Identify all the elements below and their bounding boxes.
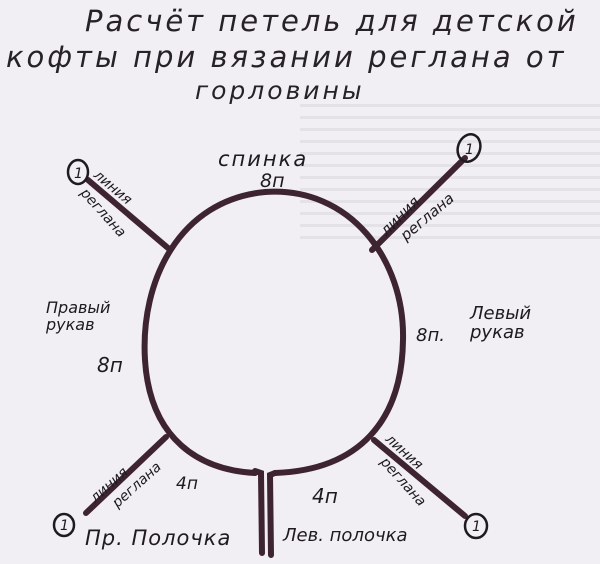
right-sleeve-name-line2: рукав bbox=[46, 314, 95, 334]
marker-top-left bbox=[66, 158, 90, 186]
marker-top-left-label: 1 bbox=[74, 166, 83, 182]
right-sleeve-stitches: 8п bbox=[97, 353, 123, 377]
marker-bottom-right bbox=[463, 512, 489, 540]
left-sleeve-label: Левый рукав bbox=[470, 303, 532, 343]
raglan-line-bottom-left bbox=[83, 434, 169, 516]
marker-bottom-left-label: 1 bbox=[60, 518, 69, 534]
raglan-line-top-right bbox=[369, 155, 468, 253]
back-label: спинка bbox=[218, 147, 309, 171]
title-line-2: кофты при вязании реглана от bbox=[6, 40, 567, 74]
marker-bottom-right-label: 1 bbox=[472, 519, 481, 535]
right-front-stitches: 4п bbox=[176, 474, 198, 494]
left-sleeve-name-line2: рукав bbox=[470, 321, 525, 343]
marker-top-right-label: 1 bbox=[465, 142, 474, 158]
right-sleeve-label: Правый рукав bbox=[46, 298, 111, 334]
left-front-stitches: 4п bbox=[312, 484, 338, 508]
marker-bottom-left bbox=[52, 512, 76, 538]
back-stitches: 8п bbox=[260, 170, 285, 192]
neckline-circle bbox=[141, 188, 407, 476]
right-front-label: Пр. Полочка bbox=[85, 526, 232, 550]
raglan-line-top-left bbox=[85, 177, 171, 251]
front-opening-right bbox=[266, 470, 278, 558]
right-sleeve-name-line1: Правый bbox=[46, 298, 111, 317]
front-opening-left bbox=[252, 468, 265, 556]
left-sleeve-name-line1: Левый bbox=[470, 303, 532, 324]
title-line-3: горловины bbox=[195, 76, 365, 105]
background-texture bbox=[300, 95, 600, 248]
title-line-1: Расчёт петель для детской bbox=[85, 4, 579, 38]
left-front-label: Лев. полочка bbox=[283, 525, 408, 546]
raglan-line-bottom-right bbox=[371, 437, 468, 519]
marker-top-right bbox=[456, 133, 482, 163]
left-sleeve-stitches: 8п. bbox=[416, 325, 445, 346]
